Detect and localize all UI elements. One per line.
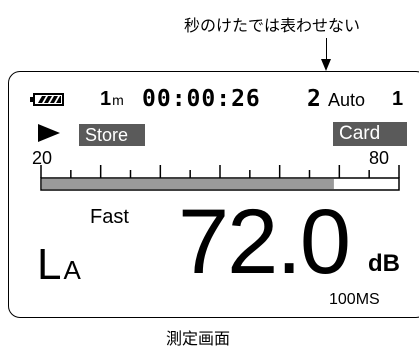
battery-icon (30, 93, 64, 106)
bargraph-ticks (40, 165, 400, 178)
sound-level-value: 72.0 (178, 191, 351, 293)
timer-prefix-digit: 1 (100, 88, 113, 110)
bargraph-fill (42, 179, 334, 189)
callout-arrow-icon (321, 59, 331, 71)
card-badge: Card (333, 122, 407, 146)
weighting-main: L (37, 240, 64, 289)
frequency-weighting: LA (37, 240, 81, 290)
callout-line (326, 38, 327, 62)
sampling-interval: 100MS (329, 291, 380, 308)
range-number: 2 (307, 86, 321, 112)
scale-min-label: 20 (32, 148, 53, 168)
scale-max-label: 80 (369, 148, 390, 168)
caption: 測定画面 (166, 329, 231, 348)
weighting-sub: A (63, 255, 81, 285)
lcd-display (8, 71, 419, 318)
level-bargraph (40, 165, 400, 191)
timer-unit: m (112, 92, 125, 108)
timer-prefix: 1m (100, 88, 125, 111)
annotation-text: 秒のけたでは表わせない (184, 16, 361, 35)
level-unit: dB (368, 250, 400, 277)
response-speed: Fast (90, 206, 129, 228)
range-mode: Auto (328, 90, 366, 110)
elapsed-timer: 00:00:26 (142, 86, 261, 112)
store-badge: Store (79, 124, 145, 146)
play-icon (38, 124, 60, 142)
range-suffix: 1 (392, 88, 404, 110)
